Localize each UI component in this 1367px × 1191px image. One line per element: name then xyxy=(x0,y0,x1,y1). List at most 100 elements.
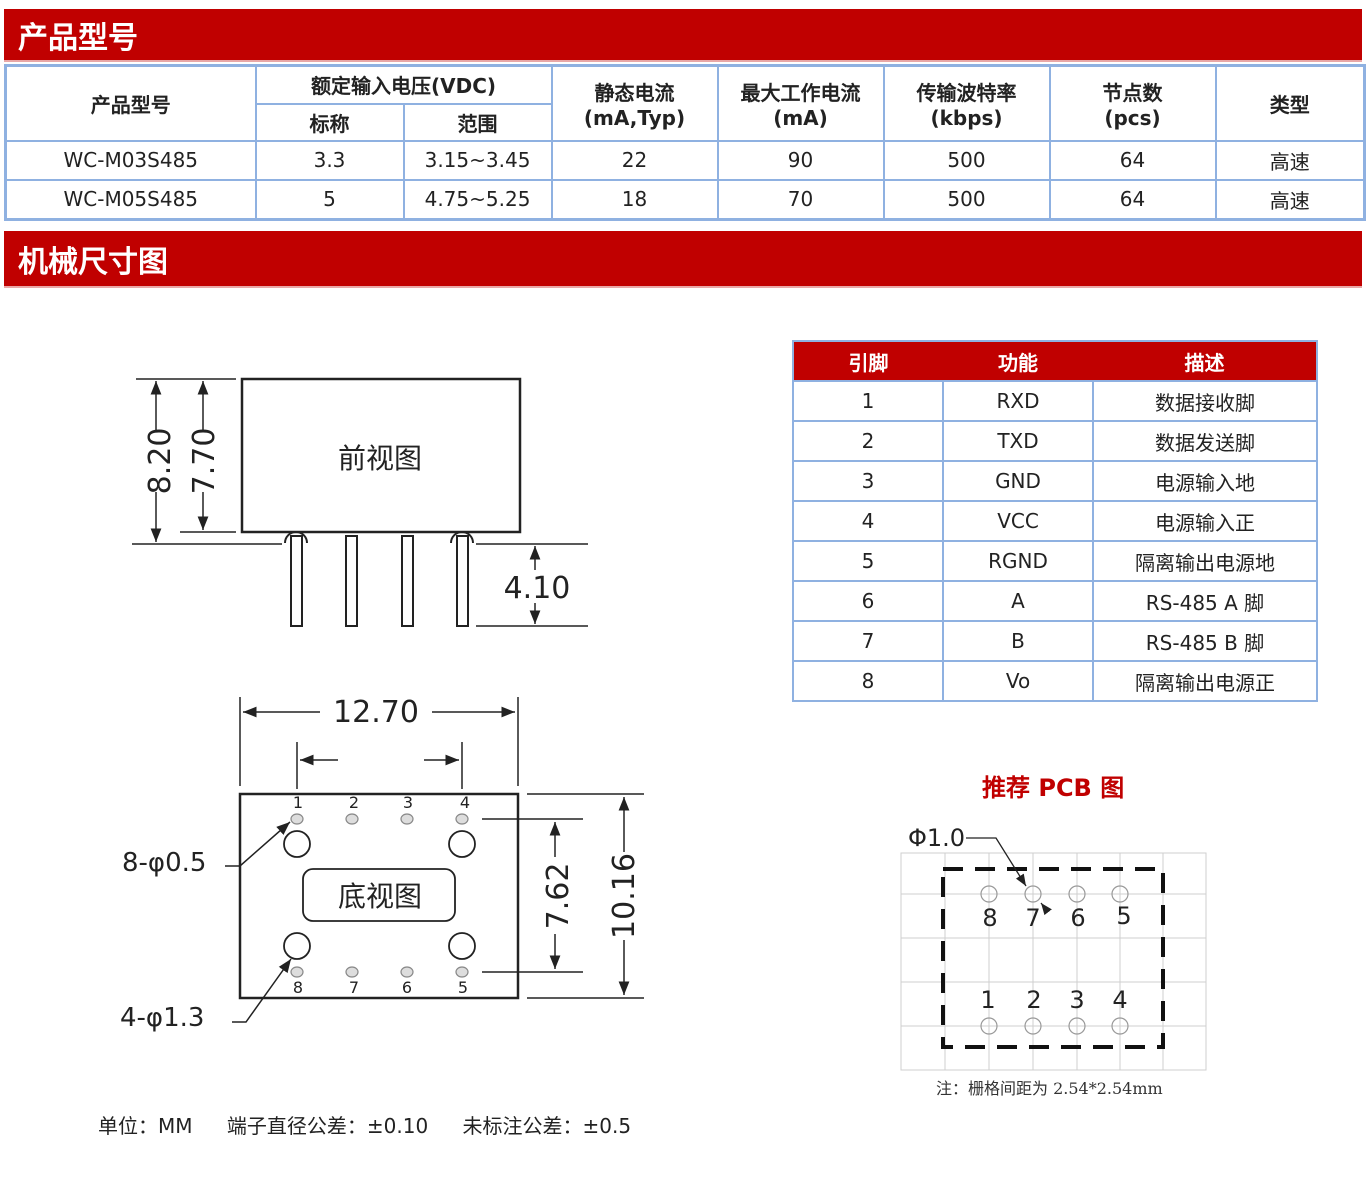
cell-baud: 500 xyxy=(882,139,1051,181)
description-header: 描述 xyxy=(1093,341,1317,382)
table-cell: 4 xyxy=(792,500,944,542)
table-cell: 2 xyxy=(792,420,944,462)
pcb-pin-number: 7 xyxy=(1025,904,1040,932)
pin-hole xyxy=(290,813,304,825)
front-pin xyxy=(345,535,358,627)
dim-pin-length: 4.10 xyxy=(504,571,571,606)
cell-type: 高速 xyxy=(1214,139,1366,181)
pin-number: 1 xyxy=(293,793,303,812)
table-cell: RS-485 B 脚 xyxy=(1092,620,1318,662)
section-title: 机械尺寸图 xyxy=(18,244,168,280)
table-cell: TXD xyxy=(942,420,1094,462)
table-row: WC-M05S485 5 4.75~5.25 18 70 500 64 高速 xyxy=(4,178,1366,220)
table-cell: 隔离输出电源正 xyxy=(1092,660,1318,702)
table-cell: 6 xyxy=(792,580,944,622)
pin-header: 引脚 xyxy=(793,341,943,382)
pcb-hole xyxy=(1024,1017,1042,1035)
front-pin xyxy=(401,535,414,627)
footnotes: 单位：MM 端子直径公差：±0.10 未标注公差：±0.5 xyxy=(98,1110,659,1139)
pin-number: 8 xyxy=(293,978,303,997)
table-cell: Vo xyxy=(942,660,1094,702)
cell-nominal: 5 xyxy=(254,178,405,220)
header-range: 范围 xyxy=(402,102,553,142)
cell-max: 70 xyxy=(716,178,885,220)
cell-static: 18 xyxy=(550,178,719,220)
header-nodes: 节点数(pcs) xyxy=(1048,64,1217,142)
general-tolerance-note: 未标注公差：±0.5 xyxy=(462,1114,632,1138)
cell-type: 高速 xyxy=(1214,178,1366,220)
spec-table: 产品型号 额定输入电压(VDC) 静态电流(mA,Typ) 最大工作电流(mA)… xyxy=(4,64,1367,221)
unit-note: 单位：MM xyxy=(98,1114,193,1138)
pin-number: 3 xyxy=(403,793,413,812)
bottom-view xyxy=(225,697,644,1023)
cell-nominal: 3.3 xyxy=(254,139,405,181)
pcb-grid xyxy=(900,852,1207,1071)
header-type: 类型 xyxy=(1214,64,1366,142)
pin-hole xyxy=(455,966,469,978)
section-banner-mechanical: 机械尺寸图 xyxy=(4,231,1362,288)
mount-hole-label: 4-φ1.3 xyxy=(120,1003,204,1033)
table-cell: 隔离输出电源地 xyxy=(1092,540,1318,582)
mount-hole xyxy=(283,830,311,858)
pcb-note: 注：栅格间距为 2.54*2.54mm xyxy=(936,1079,1163,1098)
table-cell: B xyxy=(942,620,1094,662)
table-cell: 数据发送脚 xyxy=(1092,420,1318,462)
pin-hole xyxy=(400,966,414,978)
table-cell: GND xyxy=(942,460,1094,502)
pcb-pin-number: 3 xyxy=(1069,986,1084,1014)
table-cell: RGND xyxy=(942,540,1094,582)
section-title: 产品型号 xyxy=(18,20,138,56)
pcb-pin-number: 8 xyxy=(982,904,997,932)
cell-max: 90 xyxy=(716,139,885,181)
dim-width: 12.70 xyxy=(333,695,419,730)
front-pin xyxy=(290,535,303,627)
front-view-body xyxy=(240,377,522,534)
pcb-hole xyxy=(1068,885,1086,903)
pcb-pin-number: 2 xyxy=(1026,986,1041,1014)
pcb-pin-number: 1 xyxy=(980,986,995,1014)
pcb-hole-label: Φ1.0 xyxy=(908,824,965,852)
pin-number: 4 xyxy=(460,793,470,812)
table-cell: RS-485 A 脚 xyxy=(1092,580,1318,622)
mount-hole xyxy=(283,932,311,960)
pin-hole xyxy=(345,813,359,825)
cell-nodes: 64 xyxy=(1048,139,1217,181)
cell-baud: 500 xyxy=(882,178,1051,220)
pcb-hole xyxy=(1111,1017,1129,1035)
mount-hole xyxy=(448,932,476,960)
pin-hole xyxy=(290,966,304,978)
pcb-pin-number: 6 xyxy=(1070,904,1085,932)
cell-static: 22 xyxy=(550,139,719,181)
table-cell: 8 xyxy=(792,660,944,702)
header-baud: 传输波特率(kbps) xyxy=(882,64,1051,142)
front-pin xyxy=(456,535,469,627)
table-cell: 1 xyxy=(792,380,944,422)
dim-body-height: 7.70 xyxy=(187,428,222,495)
cell-range: 3.15~3.45 xyxy=(402,139,553,181)
table-cell: RXD xyxy=(942,380,1094,422)
pcb-hole xyxy=(980,885,998,903)
bottom-view-body xyxy=(238,792,520,1000)
cell-model: WC-M03S485 xyxy=(4,139,257,181)
dim-total-height: 8.20 xyxy=(143,428,178,495)
pin-number: 7 xyxy=(349,978,359,997)
pcb-hole xyxy=(1111,885,1129,903)
table-cell: 数据接收脚 xyxy=(1092,380,1318,422)
table-cell: 3 xyxy=(792,460,944,502)
table-cell: A xyxy=(942,580,1094,622)
pin-hole xyxy=(400,813,414,825)
header-model: 产品型号 xyxy=(4,64,257,142)
pin-number: 2 xyxy=(349,793,359,812)
pin-hole xyxy=(455,813,469,825)
pcb-outline xyxy=(941,867,1165,1049)
pin-shoulder xyxy=(284,531,308,544)
table-cell: 5 xyxy=(792,540,944,582)
